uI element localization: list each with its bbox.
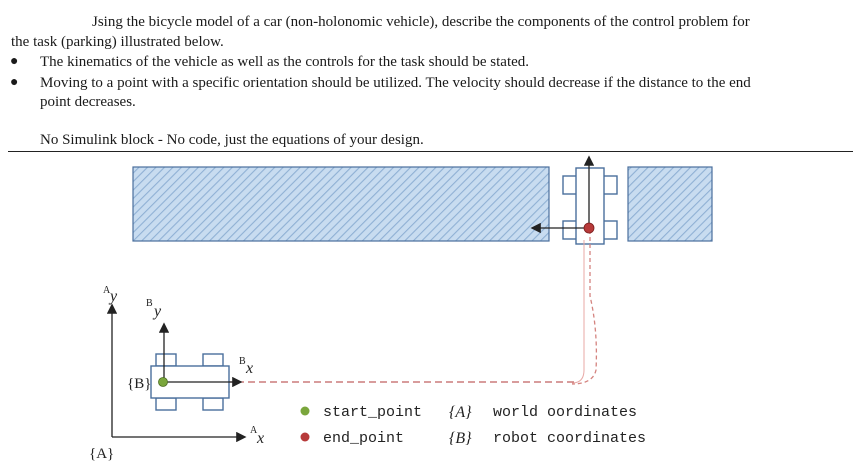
legend-frame-a-desc: world oordinates [493, 404, 637, 421]
world-y-label-sup: A [103, 285, 111, 296]
parking-block-left [132, 166, 550, 242]
start-point-marker [158, 377, 168, 387]
planned-path [571, 230, 598, 385]
bullet-icon: ● [10, 54, 19, 69]
world-y-label: y [108, 288, 118, 305]
legend-frame-b: {B} [449, 430, 472, 447]
path-solid [571, 240, 585, 384]
question-line-1: Jsing the bicycle model of a car (non-ho… [92, 14, 750, 30]
end-point-marker [583, 222, 595, 234]
world-x-label-sup: A [250, 425, 258, 436]
legend-frame-b-desc: robot coordinates [493, 430, 646, 447]
bullet-2-line-1: Moving to a point with a specific orient… [40, 75, 751, 91]
robot-y-label-sup: B [146, 298, 153, 309]
bullet-icon: ● [10, 75, 19, 90]
question-line-2: the task (parking) illustrated below. [11, 34, 224, 50]
robot-y-label: y [152, 303, 162, 320]
robot-x-label-sup: B [239, 356, 246, 367]
frame-a-label: {A} [89, 446, 114, 462]
parking-block-right [627, 166, 713, 242]
legend-end-label: end_point [323, 430, 404, 447]
bullet-1-text: The kinematics of the vehicle as well as… [40, 54, 530, 70]
robot-x-label: x [245, 360, 253, 377]
divider-rule [8, 151, 853, 152]
legend-frame-a: {A} [449, 404, 472, 421]
legend-end-swatch [300, 432, 310, 442]
legend-start-swatch [300, 406, 310, 416]
note-text: No Simulink block - No code, just the eq… [40, 132, 424, 148]
frame-b-label: {B} [127, 376, 151, 392]
world-x-label: x [256, 430, 264, 447]
bullet-2-line-2: point decreases. [40, 94, 136, 110]
legend-start-label: start_point [323, 404, 422, 421]
